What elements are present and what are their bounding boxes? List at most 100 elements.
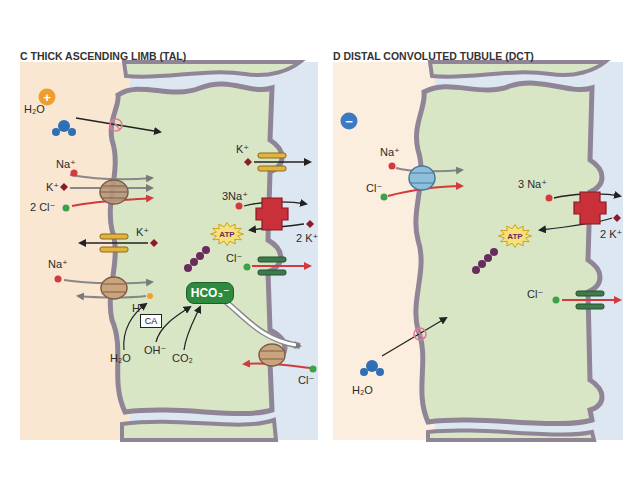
basolateral-cl-channel-tal	[244, 264, 251, 271]
na-k-atpase-dct	[490, 248, 498, 256]
nhe-exchanger	[147, 293, 153, 299]
basolateral-cl-channel-dct	[576, 291, 604, 296]
ion-label: K⁺	[46, 181, 59, 194]
basolateral-k-channel	[258, 166, 286, 171]
anion-exchanger	[226, 302, 317, 373]
water-blocked-tal	[52, 118, 160, 136]
circle-outline	[39, 89, 56, 106]
ion-label: Cl⁻	[226, 252, 242, 265]
ion-label: 3 Na⁺	[518, 178, 547, 191]
romk-channel	[100, 234, 128, 239]
ion-label: 3Na⁺	[222, 190, 248, 203]
anion-exchanger	[310, 366, 317, 373]
nhe-exchanger	[101, 277, 127, 299]
panel-d-background	[416, 83, 602, 424]
panel-d-background	[333, 62, 623, 440]
na-k-atpase-tal	[190, 258, 198, 266]
nkcc2-cotransporter	[70, 175, 152, 179]
panel-c-background	[20, 62, 130, 440]
basolateral-k-channel	[254, 161, 310, 162]
nhe-exchanger	[55, 276, 154, 300]
water-blocked-dct	[360, 368, 368, 376]
ncc-cotransporter	[411, 173, 433, 183]
ion-name: HCO₃⁻	[191, 286, 230, 300]
ion-label: H₂O	[352, 384, 373, 397]
panel-c-background	[122, 420, 276, 440]
panel-c-background	[124, 62, 300, 77]
nkcc2-cotransporter	[60, 183, 68, 191]
ion-label: 2 Cl⁻	[30, 201, 55, 214]
basolateral-cl-channel-dct	[562, 299, 620, 301]
ion-label: Cl⁻	[298, 374, 314, 387]
panel-title: C THICK ASCENDING LIMB (TAL)	[20, 50, 186, 62]
na-k-atpase-dct	[574, 192, 606, 224]
panel-d-background	[333, 62, 623, 440]
basolateral-cl-channel-tal	[252, 265, 310, 267]
basolateral-cl-channel-dct	[553, 291, 621, 309]
na-k-atpase-tal	[202, 246, 210, 254]
ion-label: H₂O	[24, 103, 45, 116]
na-k-atpase-tal	[184, 264, 192, 272]
charge-circle: −	[340, 112, 358, 130]
starburst-outline	[211, 223, 244, 246]
na-k-atpase-dct	[613, 214, 621, 222]
water-blocked-dct	[416, 329, 424, 339]
basolateral-cl-channel-dct	[553, 297, 560, 304]
enzyme-box: CA	[140, 314, 162, 328]
romk-channel	[80, 242, 148, 243]
water-blocked-tal	[68, 128, 76, 136]
ion-label: CO₂	[172, 352, 193, 365]
anion-exchanger	[261, 351, 283, 359]
ion-label: Cl⁻	[366, 182, 382, 195]
basolateral-cl-channel-dct	[576, 304, 604, 309]
water-blocked-tal	[110, 119, 122, 131]
water-blocked-tal	[76, 118, 160, 132]
panel-section: C THICK ASCENDING LIMB (TAL) + CA HCO₃⁻ ATP	[20, 50, 318, 442]
anion-exchanger	[259, 344, 285, 366]
nkcc2-cotransporter	[63, 205, 70, 212]
ion-label: Na⁺	[56, 158, 76, 171]
na-k-atpase-dct	[472, 192, 621, 274]
circle-outline	[341, 113, 358, 130]
ncc-cotransporter	[381, 194, 388, 201]
nkcc2-cotransporter	[100, 180, 128, 204]
ion-label: 2 K⁺	[600, 228, 622, 241]
enzyme-label: CA	[145, 316, 158, 326]
water-blocked-dct	[366, 360, 378, 372]
nhe-exchanger	[55, 276, 62, 283]
panel-title: D DISTAL CONVOLUTED TUBULE (DCT)	[333, 50, 534, 62]
charge-sign: +	[43, 91, 51, 104]
na-k-atpase-dct	[472, 266, 480, 274]
panel-c-background	[20, 62, 318, 440]
ion-label: Na⁺	[48, 258, 68, 271]
nkcc2-cotransporter	[71, 170, 78, 177]
panel-d-background	[428, 430, 594, 440]
na-k-atpase-tal	[256, 198, 288, 230]
nhe-exchanger	[103, 284, 125, 292]
na-k-atpase-dct	[484, 254, 492, 262]
panel-c-background	[20, 62, 318, 440]
anion-exchanger	[226, 302, 300, 346]
ncc-cotransporter	[389, 163, 396, 170]
carbonic-anhydrase-reaction	[184, 307, 200, 350]
basolateral-k-channel	[258, 153, 286, 158]
ion-box: HCO₃⁻	[186, 282, 234, 304]
ion-label: Cl⁻	[527, 288, 543, 301]
basolateral-cl-channel-tal	[258, 270, 286, 275]
ion-label: H⁺	[132, 302, 146, 315]
basolateral-k-channel	[244, 153, 310, 171]
charge-sign: −	[345, 115, 353, 128]
water-blocked-dct	[382, 318, 446, 356]
water-blocked-dct	[414, 328, 426, 340]
water-blocked-dct	[376, 368, 384, 376]
basolateral-k-channel	[244, 158, 252, 166]
nkcc2-cotransporter	[60, 170, 152, 212]
water-blocked-dct	[360, 318, 446, 376]
atp-label: ATP	[219, 230, 234, 239]
na-k-atpase-tal	[306, 220, 314, 228]
water-blocked-tal	[58, 120, 70, 132]
atp-burst: ATP	[498, 224, 532, 248]
water-blocked-tal	[52, 128, 60, 136]
